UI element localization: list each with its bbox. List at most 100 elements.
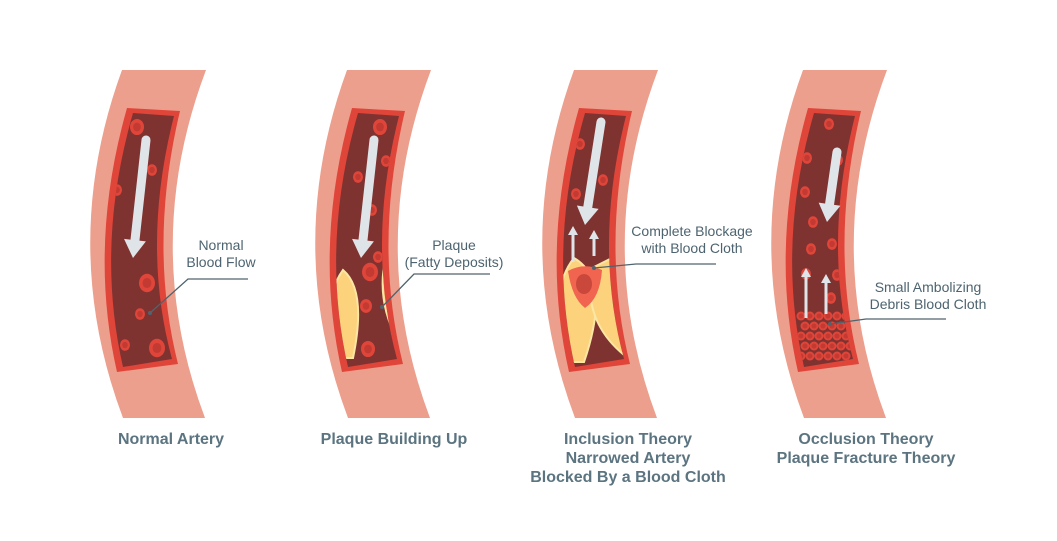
caption-normal-artery: Normal Artery	[81, 430, 261, 449]
red-blood-cell-core	[142, 277, 152, 289]
callout-line: (Fatty Deposits)	[404, 254, 504, 270]
artery-plaque-building-up	[315, 70, 490, 418]
caption-occlusion-theory: Occlusion Theory Plaque Fracture Theory	[756, 430, 976, 468]
caption-line: Narrowed Artery	[565, 450, 691, 467]
red-blood-cell-core	[838, 323, 844, 329]
callout-line: Small Ambolizing	[874, 279, 982, 295]
flow-arrow-shaft	[583, 117, 606, 212]
caption-line: Occlusion Theory	[798, 431, 934, 448]
red-blood-cell-core	[573, 190, 579, 198]
flow-arrow-shaft	[825, 147, 842, 209]
artery-occlusion-theory	[771, 70, 946, 418]
red-blood-cell-core	[804, 154, 810, 162]
red-blood-cell-core	[798, 313, 804, 319]
artery-lumen	[792, 113, 855, 367]
caption-line: Normal Artery	[117, 431, 225, 448]
red-blood-cell-core	[828, 294, 834, 302]
red-blood-cell-core	[810, 218, 816, 226]
callout-leader-dot	[148, 311, 152, 315]
reverse-arrow-head	[801, 268, 811, 277]
reverse-arrow-head	[568, 226, 578, 235]
blood-clot-core	[576, 274, 592, 294]
caption-plaque-building-up: Plaque Building Up	[294, 430, 494, 449]
callout-line: Plaque	[432, 237, 476, 253]
red-blood-cell-core	[122, 341, 128, 349]
callout-complete-blockage: Complete Blockage with Blood Cloth	[622, 223, 762, 257]
red-blood-cell-core	[802, 188, 808, 196]
red-blood-cell-core	[838, 343, 844, 349]
red-blood-cell-core	[807, 353, 813, 359]
red-blood-cell-core	[375, 253, 381, 261]
red-blood-cell-core	[802, 343, 808, 349]
red-blood-cell-core	[133, 122, 141, 132]
red-blood-cell-core	[808, 245, 814, 253]
red-blood-cell-core	[825, 333, 831, 339]
red-blood-cell-core	[825, 353, 831, 359]
red-blood-cell-core	[829, 240, 835, 248]
callout-small-ambolizing-debris: Small Ambolizing Debris Blood Cloth	[858, 279, 998, 313]
lumen-contents	[112, 118, 165, 358]
caption-inclusion-theory: Inclusion Theory Narrowed Artery Blocked…	[508, 430, 748, 487]
red-blood-cell-core	[820, 343, 826, 349]
red-blood-cell-core	[843, 353, 849, 359]
callout-line: Debris Blood Cloth	[869, 296, 987, 312]
caption-line: Plaque Fracture Theory	[776, 450, 956, 467]
callout-line: with Blood Cloth	[641, 240, 743, 256]
red-blood-cell-core	[826, 120, 832, 128]
red-blood-cell-core	[376, 122, 384, 132]
flow-arrow-shaft	[130, 135, 151, 245]
callout-leader-line	[829, 318, 946, 325]
red-blood-cell-core	[365, 266, 375, 278]
red-blood-cell-core	[825, 313, 831, 319]
callout-leader-line	[149, 278, 248, 314]
artery-normal	[90, 70, 248, 418]
red-blood-cell-core	[829, 343, 835, 349]
flow-arrow-head	[576, 205, 599, 225]
artery-lumen	[111, 113, 174, 367]
caption-line: Plaque Building Up	[320, 431, 468, 448]
flow-arrow-head	[818, 202, 841, 222]
callout-line: Complete Blockage	[631, 223, 753, 239]
red-blood-cell-core	[798, 333, 804, 339]
red-blood-cell-core	[834, 333, 840, 339]
reverse-arrow-head	[821, 274, 831, 283]
flow-arrow-head	[352, 238, 374, 258]
red-blood-cell-core	[152, 342, 162, 354]
red-blood-cell-core	[802, 323, 808, 329]
red-blood-cell-core	[816, 313, 822, 319]
flow-arrow-head	[124, 238, 146, 258]
red-blood-cell-core	[149, 166, 155, 174]
red-blood-cell-core	[383, 157, 389, 165]
callout-leader-dot	[380, 305, 384, 309]
red-blood-cell-core	[807, 333, 813, 339]
red-blood-cell-core	[364, 344, 372, 354]
reverse-arrow-head	[589, 230, 599, 239]
caption-line: Blocked By a Blood Cloth	[530, 469, 726, 486]
callout-leader-line	[381, 273, 490, 308]
callout-leader-line	[593, 263, 716, 269]
red-blood-cell-core	[600, 176, 606, 184]
caption-line: Inclusion Theory	[563, 431, 692, 448]
artery-inclusion-theory	[542, 70, 716, 418]
red-blood-cell-core	[811, 343, 817, 349]
red-blood-cell-core	[362, 302, 370, 310]
flow-arrow-shaft	[358, 135, 379, 245]
red-blood-cell-core	[834, 271, 840, 279]
callout-leader-dot	[592, 266, 596, 270]
red-blood-cell-core	[355, 173, 361, 181]
red-blood-cell-core	[807, 313, 813, 319]
red-blood-cell-core	[834, 313, 840, 319]
red-blood-cell-core	[820, 323, 826, 329]
callout-plaque-fatty-deposits: Plaque (Fatty Deposits)	[394, 237, 514, 271]
callout-normal-blood-flow: Normal Blood Flow	[176, 237, 266, 271]
red-blood-cell-core	[811, 323, 817, 329]
callout-line: Normal	[198, 237, 244, 253]
callout-line: Blood Flow	[186, 254, 256, 270]
red-blood-cell-core	[816, 353, 822, 359]
red-blood-cell-core	[137, 310, 143, 318]
callout-leader-dot	[828, 322, 832, 326]
red-blood-cell-core	[816, 333, 822, 339]
red-blood-cell-core	[577, 140, 583, 148]
red-blood-cell-core	[834, 353, 840, 359]
